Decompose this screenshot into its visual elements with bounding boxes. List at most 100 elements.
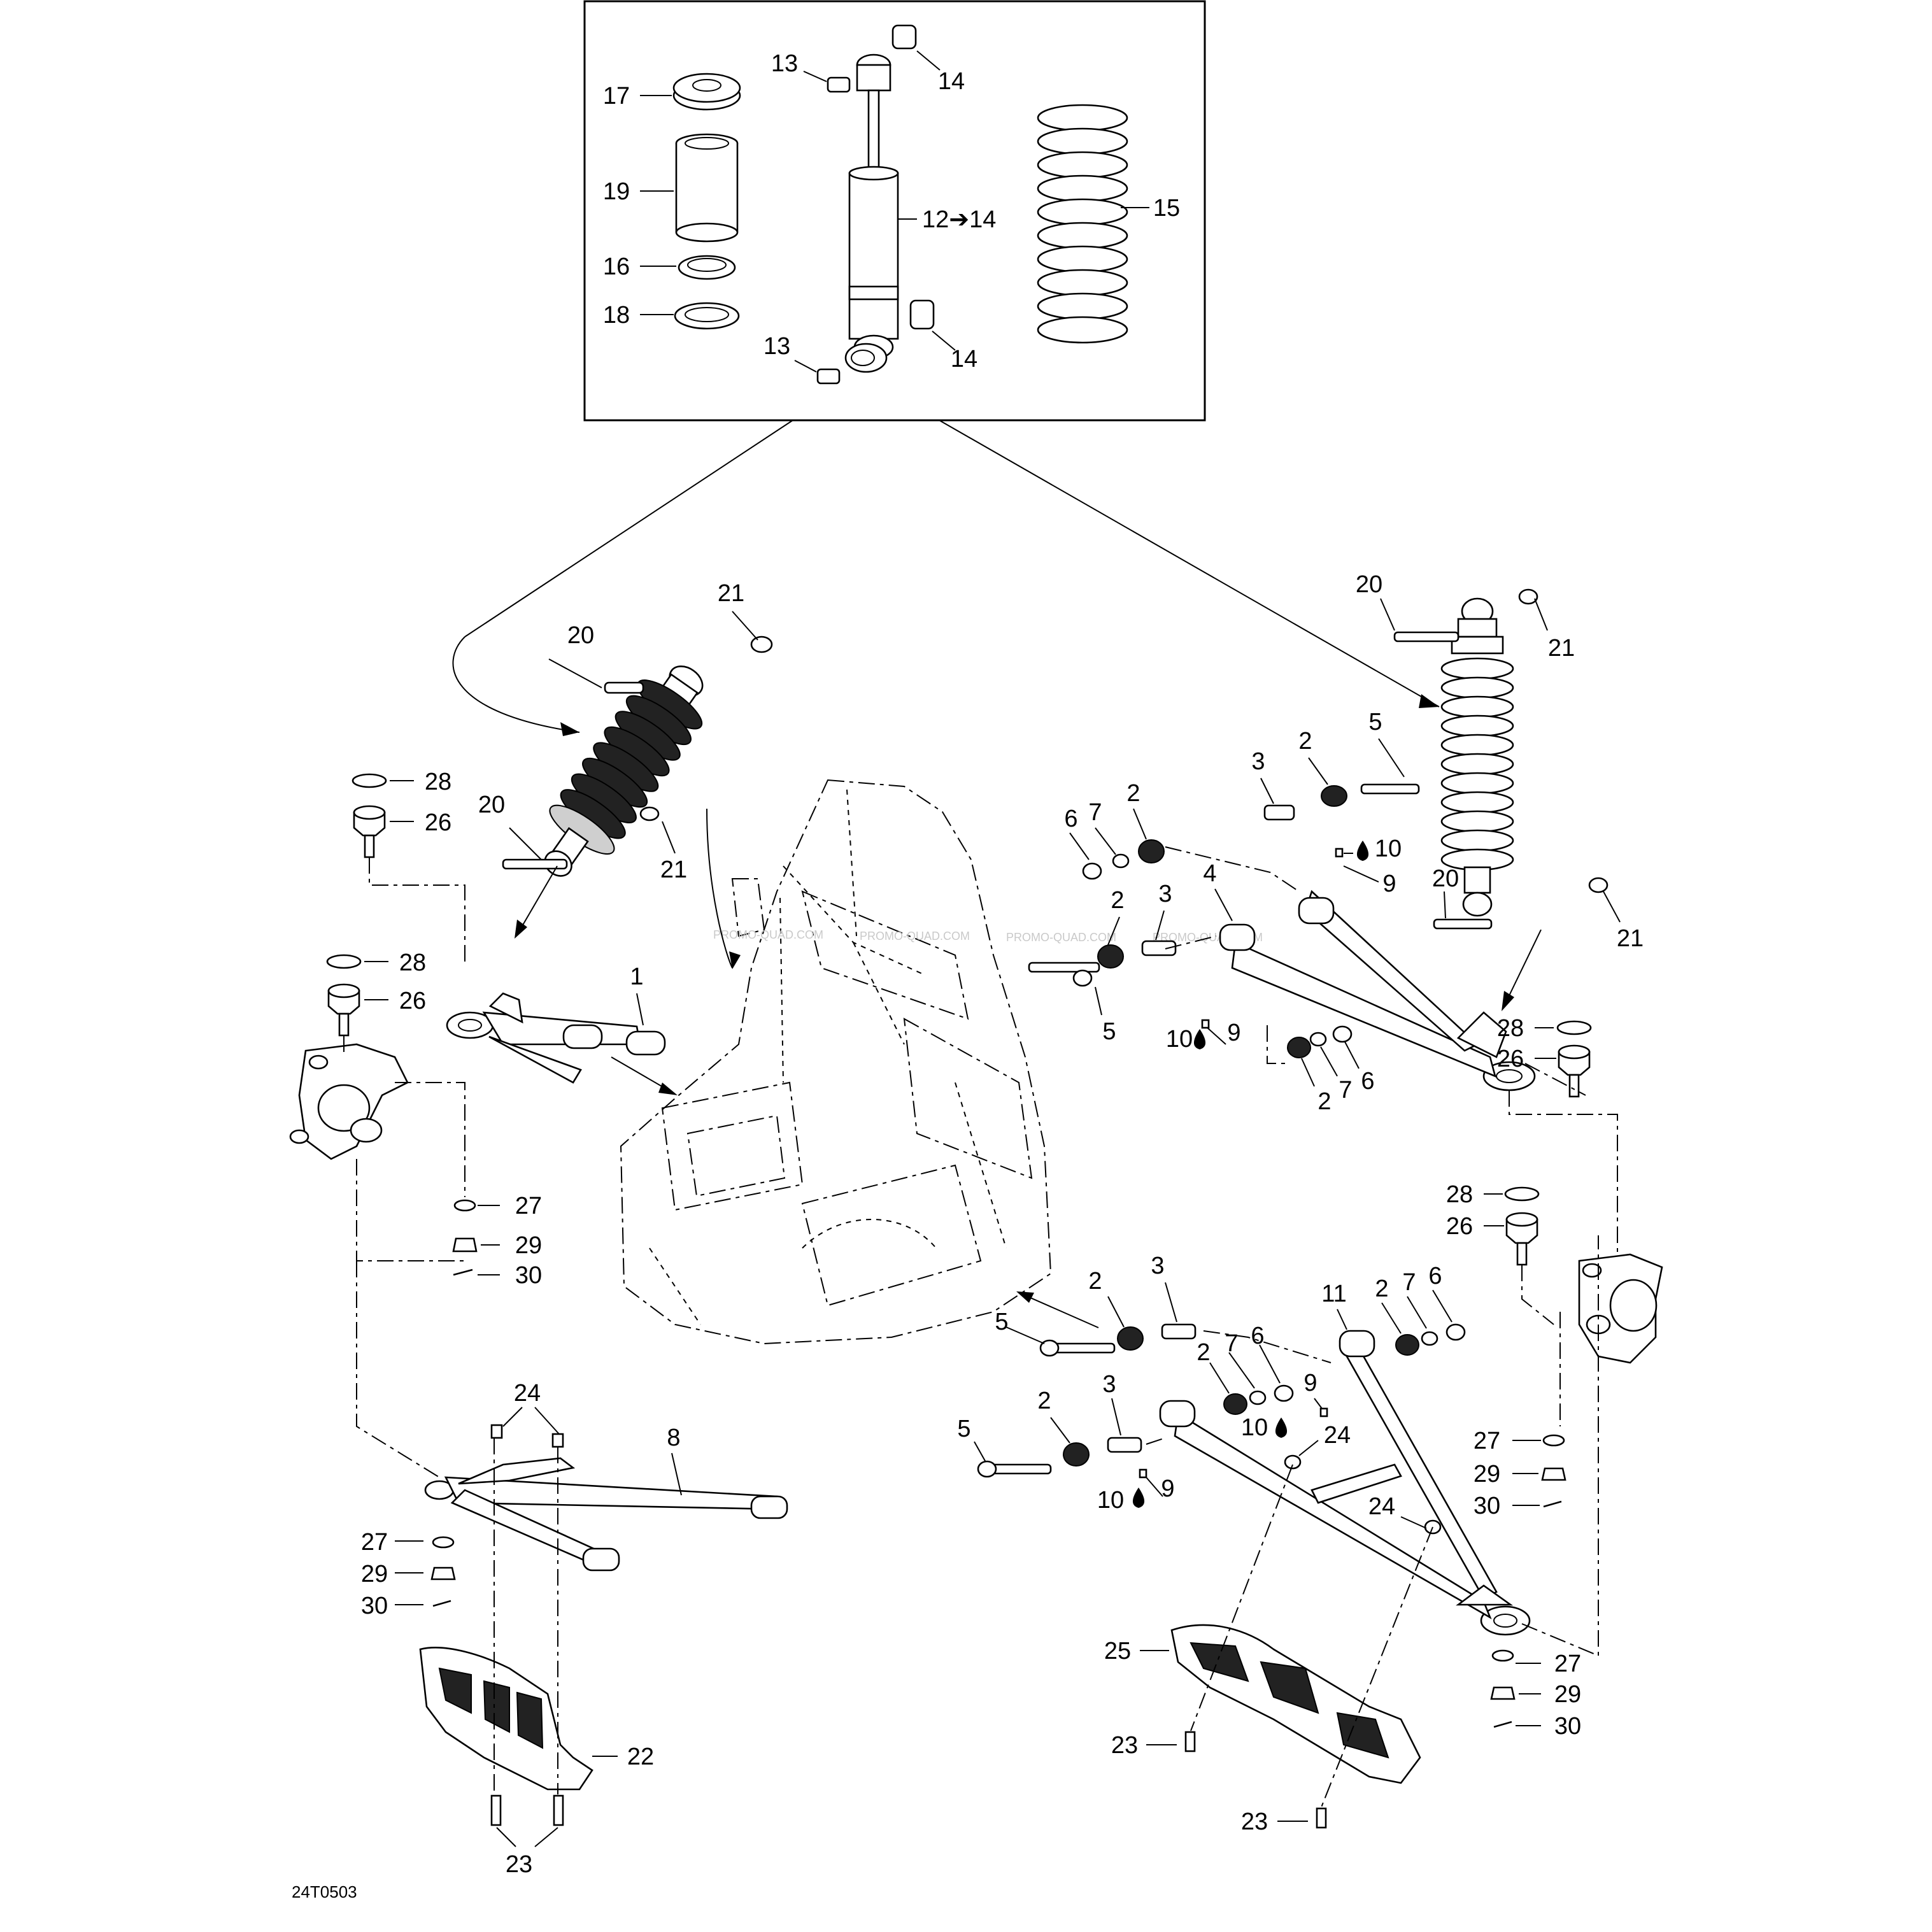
callout-10: 10: [1166, 1026, 1193, 1053]
shock-detail-inset: 17 19 16 18 13 14 12➔14 15 13 14: [452, 0, 1440, 736]
callout-22: 22: [627, 1744, 654, 1770]
callout-6: 6: [1361, 1068, 1374, 1095]
callout-2: 2: [1126, 780, 1140, 807]
callout-29: 29: [515, 1232, 542, 1259]
sleeve-part: [675, 133, 739, 243]
right-knuckle-hardware: 27 29 30: [1474, 1428, 1566, 1519]
callout-21: 21: [660, 856, 687, 883]
callout-11: 11: [1321, 1281, 1346, 1307]
left-upper-a-arm: 1: [446, 963, 678, 1095]
callout-2: 2: [1197, 1339, 1210, 1366]
watermark: PROMO-QUAD.COM: [860, 930, 970, 942]
callout-23: 23: [1241, 1808, 1268, 1835]
callout-7: 7: [1339, 1077, 1352, 1104]
callout-2: 2: [1318, 1088, 1331, 1115]
left-ball-joint-upper: 28 26 28 26: [326, 769, 451, 1037]
watermark: PROMO-QUAD.COM: [1006, 931, 1116, 944]
callout-1: 1: [630, 963, 643, 990]
callout-21: 21: [718, 580, 744, 607]
callout-12-to-14: 12➔14: [922, 206, 996, 233]
watermark: PROMO-QUAD.COM: [713, 928, 823, 941]
callout-7: 7: [1225, 1330, 1238, 1357]
left-skid-plate: 22 23: [419, 1438, 654, 1878]
callout-9: 9: [1227, 1019, 1240, 1046]
callout-21: 21: [1617, 925, 1644, 952]
callout-5: 5: [995, 1309, 1008, 1335]
left-lower-a-arm: 24 8: [424, 1380, 788, 1572]
callout-26: 26: [399, 988, 426, 1014]
right-shock-assembly: 20 21 20 21: [1356, 571, 1644, 1011]
callout-23: 23: [506, 1851, 532, 1878]
callout-7: 7: [1402, 1269, 1416, 1296]
alignment-line: [343, 1035, 465, 1197]
spring-cap-part: [672, 73, 741, 111]
callout-2: 2: [1088, 1268, 1102, 1295]
callout-30: 30: [361, 1593, 388, 1619]
callout-20: 20: [478, 792, 505, 818]
callout-21: 21: [1548, 635, 1575, 662]
callout-10: 10: [1375, 835, 1402, 862]
callout-26: 26: [425, 809, 451, 836]
callout-8: 8: [667, 1424, 680, 1451]
callout-20: 20: [1432, 865, 1459, 892]
callout-9: 9: [1303, 1370, 1317, 1396]
callout-14: 14: [938, 68, 965, 95]
callout-25: 25: [1104, 1638, 1131, 1665]
callout-30: 30: [515, 1262, 542, 1289]
coil-spring-part: [1037, 104, 1128, 344]
callout-26: 26: [1497, 1046, 1524, 1072]
callout-10: 10: [1241, 1414, 1268, 1441]
callout-9: 9: [1382, 870, 1396, 897]
callout-5: 5: [1368, 709, 1382, 735]
callout-26: 26: [1446, 1213, 1473, 1240]
callout-4: 4: [1203, 860, 1216, 887]
callout-18: 18: [603, 302, 630, 329]
callout-29: 29: [1554, 1681, 1581, 1708]
callout-2: 2: [1375, 1275, 1388, 1302]
callout-29: 29: [1474, 1461, 1500, 1488]
callout-7: 7: [1088, 799, 1102, 826]
callout-28: 28: [1446, 1181, 1473, 1208]
right-upper-arm-hardware: 3 2 5 6 7 2 10 9 2 3 5 10 9: [1028, 709, 1420, 1115]
shock-absorber-part: [816, 24, 935, 385]
callout-24: 24: [1368, 1493, 1395, 1520]
callout-3: 3: [1151, 1253, 1164, 1279]
vehicle-frame: PROMO-QUAD.COM PROMO-QUAD.COM PROMO-QUAD…: [620, 779, 1263, 1345]
callout-6: 6: [1428, 1263, 1442, 1289]
callout-3: 3: [1158, 881, 1172, 907]
right-upper-a-arm: 4: [1203, 860, 1536, 1091]
right-skid-plate: 25 23 23: [1104, 1464, 1433, 1835]
callout-28: 28: [425, 769, 451, 795]
callout-27: 27: [515, 1193, 542, 1219]
callout-28: 28: [1497, 1015, 1524, 1042]
washer-part: [678, 255, 736, 280]
callout-27: 27: [1474, 1428, 1500, 1454]
callout-27: 27: [361, 1529, 388, 1556]
callout-6: 6: [1251, 1323, 1264, 1349]
left-knuckle-hardware: 27 29 30: [452, 1193, 542, 1289]
callout-24: 24: [514, 1380, 541, 1407]
callout-17: 17: [603, 83, 630, 110]
callout-27: 27: [1554, 1651, 1581, 1677]
callout-30: 30: [1554, 1713, 1581, 1740]
left-steering-knuckle: [289, 1043, 409, 1160]
callout-14: 14: [951, 346, 977, 373]
callout-5: 5: [957, 1416, 970, 1442]
right-ball-joint-upper: 28 26: [1497, 1015, 1618, 1337]
callout-5: 5: [1102, 1018, 1116, 1045]
callout-9: 9: [1161, 1475, 1174, 1502]
drawing-code: 24T0503: [292, 1882, 357, 1901]
callout-30: 30: [1474, 1493, 1500, 1519]
right-lower-arm-front-hardware: 5 2 3 2 7 6 9 10 2 7 6: [957, 1253, 1466, 1514]
callout-2: 2: [1037, 1388, 1051, 1414]
right-lower-a-arm: 11 24 24: [1159, 1281, 1531, 1636]
callout-2: 2: [1298, 728, 1312, 755]
callout-3: 3: [1102, 1371, 1116, 1398]
callout-20: 20: [1356, 571, 1382, 598]
callout-10: 10: [1097, 1487, 1124, 1514]
alignment-line: [369, 857, 465, 962]
callout-29: 29: [361, 1561, 388, 1588]
callout-19: 19: [603, 178, 630, 205]
ring-part: [674, 302, 740, 330]
